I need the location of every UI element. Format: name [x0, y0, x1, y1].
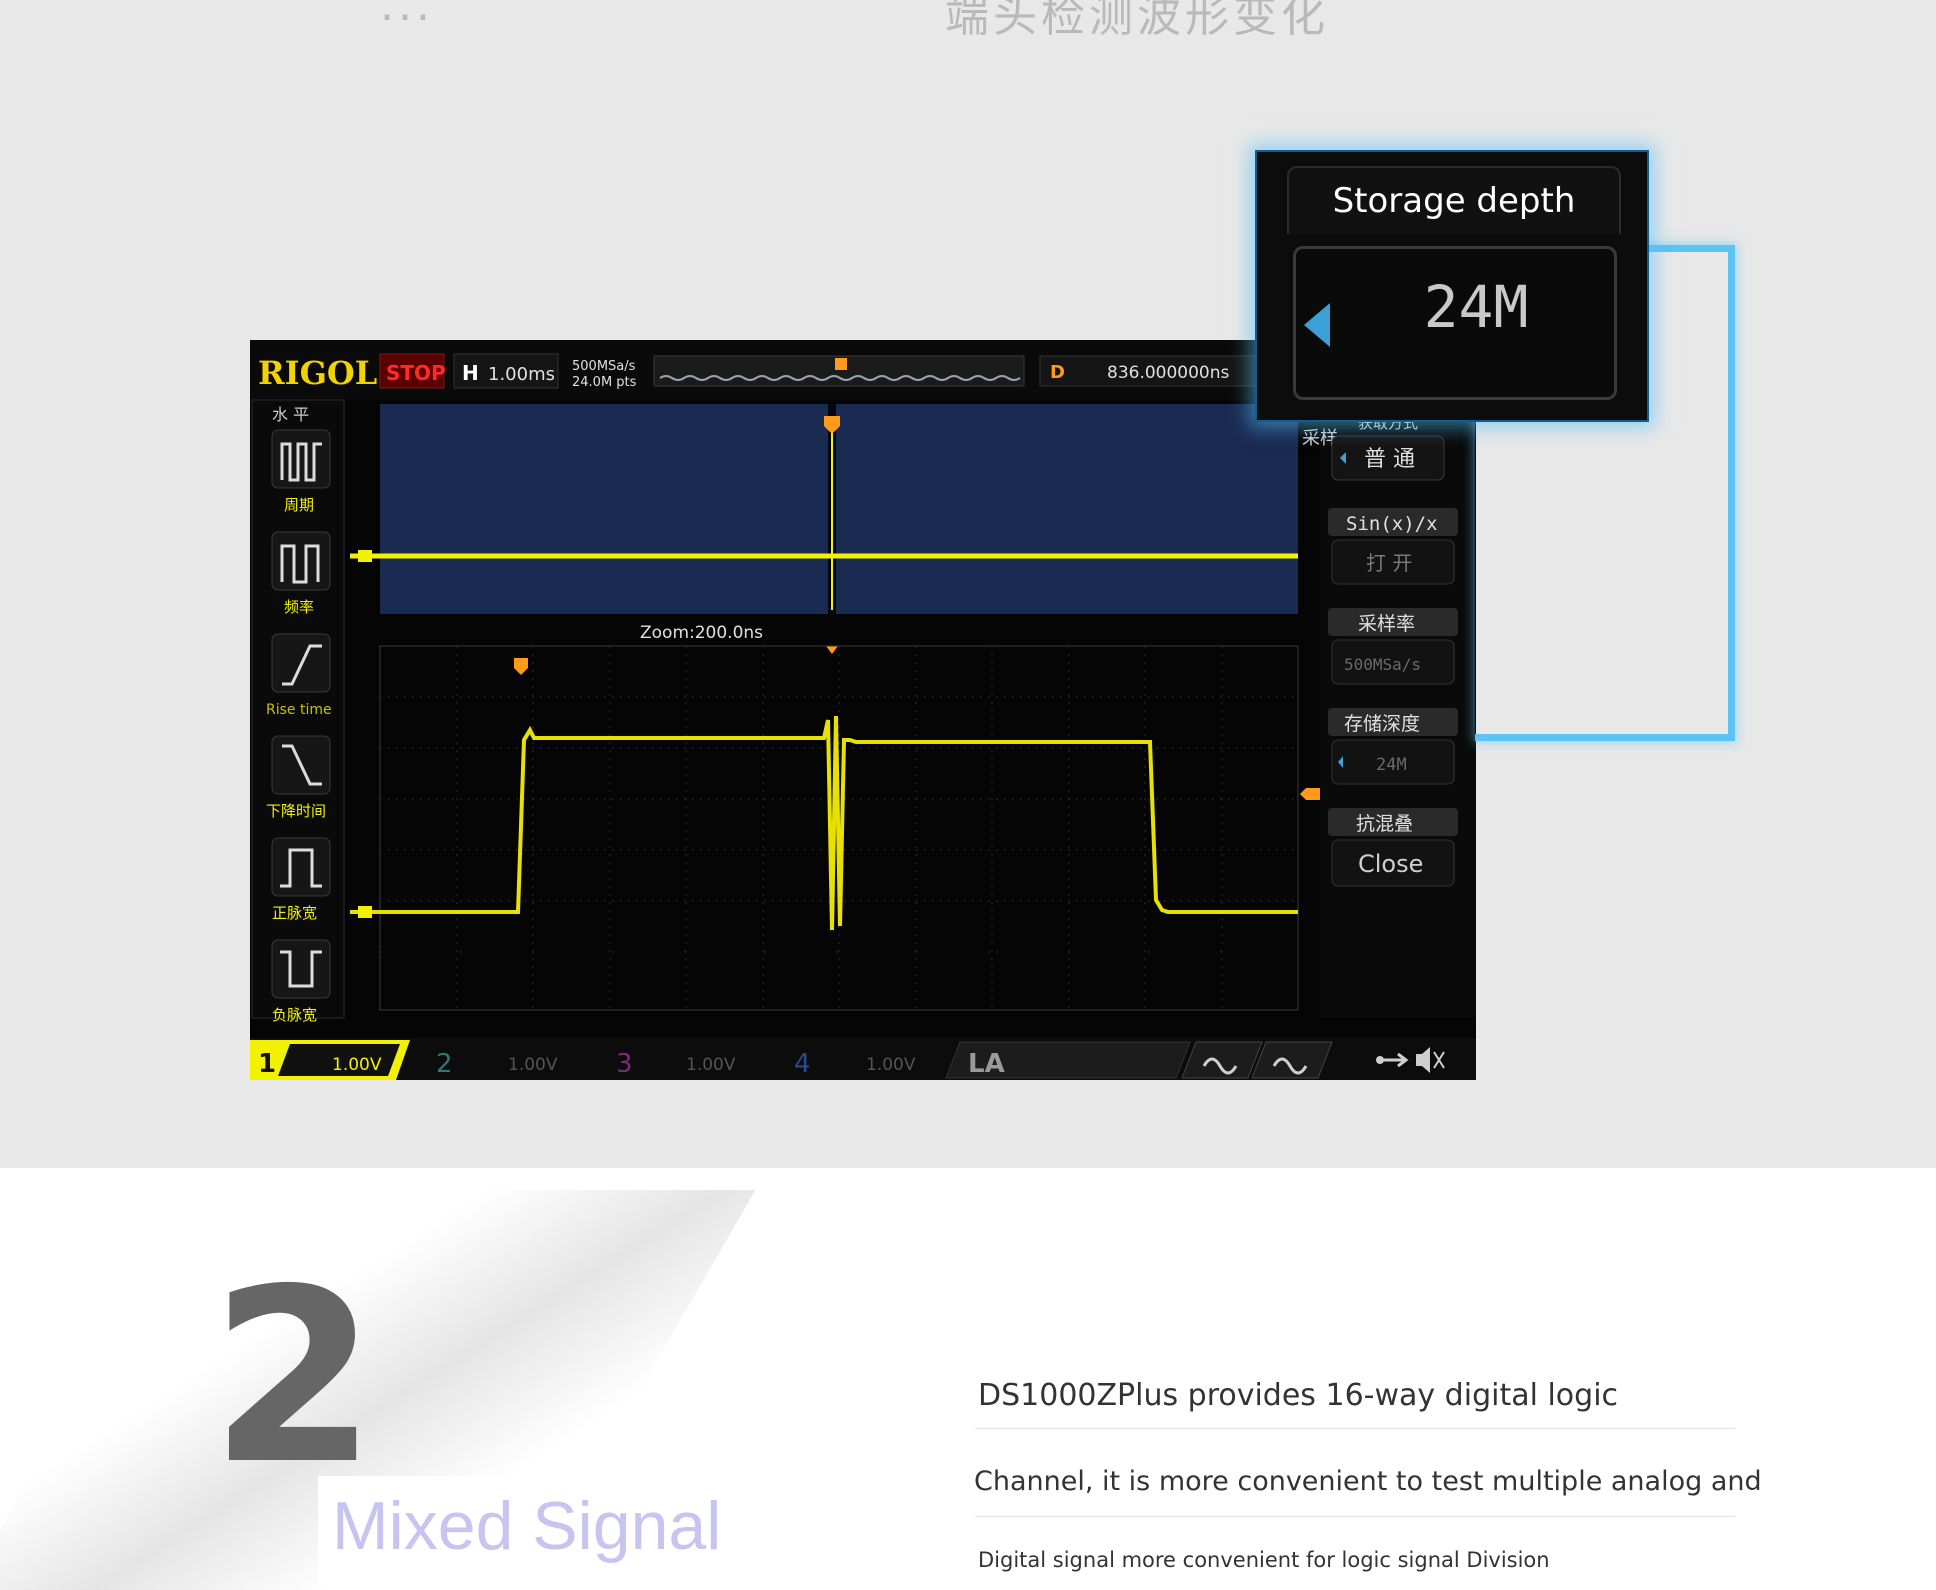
- measure-positive-width-label: 正脉宽: [272, 904, 317, 922]
- channel-4-scale: 1.00V: [866, 1055, 916, 1075]
- channel-2-scale: 1.00V: [508, 1055, 558, 1075]
- trigger-marker-top: [824, 416, 840, 434]
- usb-icon: [1376, 1052, 1409, 1068]
- memory-points: 24.0M pts: [572, 375, 637, 390]
- source-generator-2-tab[interactable]: [1251, 1041, 1333, 1079]
- description-line-1: DS1000ZPlus provides 16-way digital logi…: [978, 1378, 1619, 1413]
- channel-3-scale: 1.00V: [686, 1055, 736, 1075]
- zoom-label: Zoom:200.0ns: [640, 623, 763, 643]
- delay-label: D: [1050, 362, 1065, 383]
- section-number-graphic: 2: [210, 1250, 370, 1500]
- logic-analyzer-tab[interactable]: LA: [945, 1041, 1191, 1079]
- zoom-trace: [350, 715, 1298, 931]
- sinx-softkey[interactable]: Sin(x)/x 打 开: [1328, 508, 1458, 585]
- zoom-waveform-grid: [379, 645, 1299, 1011]
- measure-rise-time-label: Rise time: [266, 702, 332, 718]
- depth-value-small: 24M: [1376, 755, 1407, 775]
- divider: [975, 1428, 1735, 1429]
- oscilloscope-screen: RIGOL STOP H 1.00ms 500MSa/s 24.0M pts D…: [250, 340, 1476, 1080]
- arrow-left-icon[interactable]: [1304, 303, 1330, 347]
- channel-1-marker-zoom: [358, 906, 372, 918]
- acq-value: 普 通: [1364, 447, 1415, 472]
- channel-4-tab[interactable]: 4 1.00V: [794, 1049, 916, 1079]
- horizontal-label: H: [462, 361, 479, 385]
- sinx-title: Sin(x)/x: [1346, 513, 1438, 535]
- trigger-marker-zoom: [514, 658, 528, 675]
- oscilloscope-display: RIGOL STOP H 1.00ms 500MSa/s 24.0M pts D…: [250, 340, 1476, 1080]
- measure-rise-time-button[interactable]: Rise time: [266, 633, 332, 718]
- description-line-3: Digital signal more convenient for logic…: [978, 1548, 1550, 1572]
- rate-value: 500MSa/s: [1344, 655, 1421, 674]
- measure-period-label: 周期: [284, 496, 314, 514]
- acq-side-label: 采样: [1302, 428, 1338, 449]
- negative-width-icon: [280, 950, 322, 988]
- measure-fall-time-button[interactable]: 下降时间: [266, 735, 331, 820]
- frequency-icon: [280, 544, 320, 584]
- measure-positive-width-button[interactable]: 正脉宽: [271, 837, 331, 922]
- memory-depth-softkey[interactable]: 存储深度 24M: [1328, 708, 1458, 785]
- sine-wave-icon: [1202, 1057, 1238, 1075]
- channel-1-marker-top: [358, 550, 372, 562]
- channel-4-number: 4: [794, 1049, 811, 1079]
- channel-3-tab[interactable]: 3 1.00V: [616, 1049, 736, 1079]
- acquisition-mode-softkey[interactable]: 普 通: [1331, 435, 1445, 481]
- measure-period-button[interactable]: 周期: [271, 429, 331, 514]
- popup-title: Storage depth: [1287, 166, 1621, 234]
- measure-frequency-label: 频率: [284, 598, 314, 616]
- channel-3-number: 3: [616, 1049, 633, 1079]
- trigger-position-marker: [835, 358, 847, 370]
- fall-time-icon: [282, 744, 322, 786]
- antialias-value: Close: [1358, 850, 1423, 878]
- positive-width-icon: [280, 848, 322, 888]
- measure-frequency-button[interactable]: 频率: [271, 531, 331, 616]
- header-ghost-right: 端头检测波形变化: [945, 0, 1329, 42]
- storage-depth-value: 24M: [1423, 273, 1529, 341]
- description-line-2: Channel, it is more convenient to test m…: [974, 1466, 1762, 1497]
- la-label: LA: [968, 1049, 1005, 1079]
- timebase-value: 1.00ms: [488, 364, 555, 385]
- antialias-softkey[interactable]: 抗混叠 Close: [1328, 808, 1458, 887]
- measure-negative-width-button[interactable]: 负脉宽: [271, 939, 331, 1024]
- channel-2-number: 2: [436, 1049, 453, 1079]
- measure-fall-time-label: 下降时间: [266, 802, 326, 820]
- antialias-title: 抗混叠: [1356, 813, 1413, 835]
- source-generator-1-tab[interactable]: [1181, 1041, 1263, 1079]
- storage-depth-popup: Storage depth 24M: [1255, 150, 1649, 422]
- sine-wave-icon: [1272, 1057, 1308, 1075]
- section-number: 2: [210, 1250, 370, 1500]
- channel-1-number: 1: [258, 1049, 276, 1079]
- sample-rate: 500MSa/s: [572, 359, 636, 374]
- sound-muted-icon[interactable]: [1416, 1047, 1445, 1073]
- section-title: Mixed Signal: [318, 1476, 752, 1586]
- left-menu-title: 水 平: [272, 405, 309, 424]
- measure-negative-width-label: 负脉宽: [272, 1006, 317, 1024]
- storage-depth-value-box[interactable]: 24M: [1293, 246, 1617, 400]
- rate-title: 采样率: [1358, 613, 1415, 635]
- run-state-badge[interactable]: [379, 353, 445, 389]
- divider: [975, 1516, 1735, 1517]
- brand-logo: RIGOL: [258, 354, 377, 392]
- channel-1-tab[interactable]: 1 1.00V: [250, 1040, 410, 1080]
- sample-rate-softkey[interactable]: 采样率 500MSa/s: [1328, 608, 1458, 685]
- channel-1-scale: 1.00V: [332, 1055, 382, 1075]
- overview-waveform-area: [380, 404, 1298, 614]
- trigger-level-marker: [1300, 788, 1320, 800]
- run-state-text: STOP: [386, 361, 446, 385]
- period-icon: [280, 442, 322, 482]
- sinx-value: 打 开: [1366, 551, 1412, 575]
- rise-time-icon: [282, 644, 322, 686]
- delay-value: 836.000000ns: [1107, 363, 1230, 383]
- depth-title: 存储深度: [1344, 713, 1420, 735]
- header-ghost-left: ...: [380, 0, 434, 31]
- channel-2-tab[interactable]: 2 1.00V: [436, 1049, 558, 1079]
